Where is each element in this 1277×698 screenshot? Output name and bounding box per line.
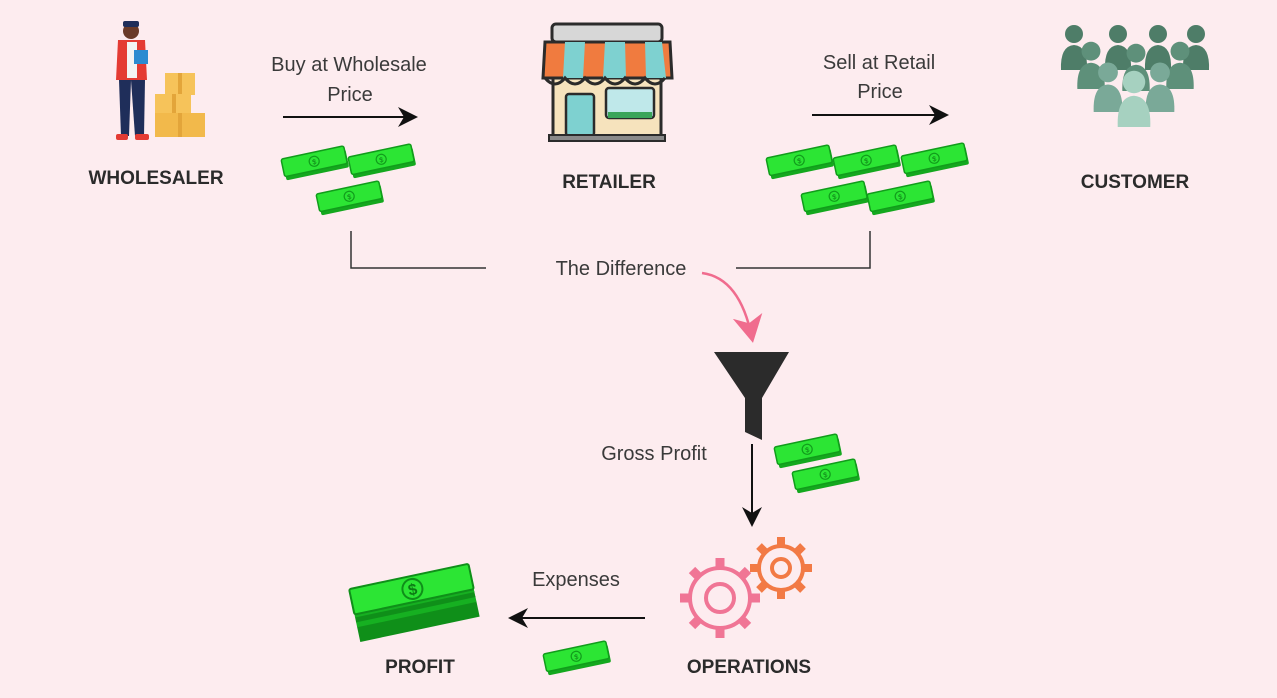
difference-label: The Difference [556,258,687,280]
node-customer-label: CUSTOMER [1081,172,1190,193]
edge-sell-label-line1: Sell at Retail [823,52,935,74]
edge-sell-label-line2: Price [857,81,903,103]
node-profit-label: PROFIT [385,657,455,678]
gross-profit-label: Gross Profit [601,443,707,465]
funnel-icon [714,352,789,440]
node-operations-label: OPERATIONS [687,657,811,678]
bracket-right [736,231,871,269]
node-retailer-label: RETAILER [562,172,656,193]
expenses-label: Expenses [532,569,620,591]
node-wholesaler-label: WHOLESALER [88,168,223,189]
arrow-difference-to-funnel [701,271,763,343]
svg-text:$: $ [407,581,419,599]
banknote-icon [773,432,861,495]
gears-icon [680,537,812,638]
money-stack-icon: $ [348,563,480,642]
edge-buy-label-line2: Price [327,84,373,106]
banknote-icon [280,142,417,217]
banknote-icon [765,141,970,217]
person-with-boxes-icon [116,21,205,140]
bracket-left [350,231,486,269]
edge-buy-label-line1: Buy at Wholesale [271,54,427,76]
banknote-icon [542,639,612,677]
storefront-icon [541,22,674,142]
crowd-icon [1060,25,1210,127]
